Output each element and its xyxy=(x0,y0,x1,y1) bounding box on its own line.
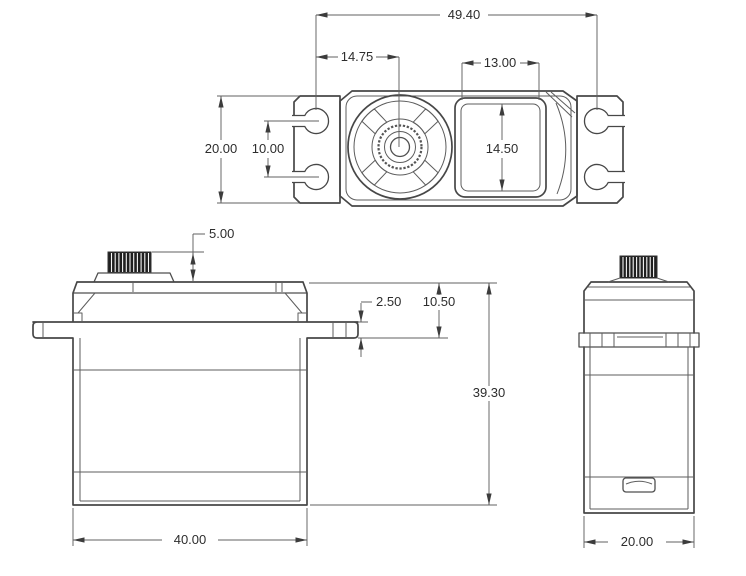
output-spline-front xyxy=(107,251,152,274)
side-outline xyxy=(583,281,695,514)
spline-teeth xyxy=(377,124,423,170)
dim-tab-height: 20.00 xyxy=(205,141,238,156)
dim-spline-height: 5.00 xyxy=(209,226,234,241)
output-spline-side xyxy=(619,255,658,279)
shaft-boss xyxy=(73,272,307,294)
front-details xyxy=(42,283,347,502)
dimension-annotations: 49.40 14.75 13.00 20.00 10.00 14.50 5.00… xyxy=(72,7,695,549)
side-flange-band xyxy=(578,332,700,348)
front-view xyxy=(32,251,359,506)
top-view xyxy=(292,90,625,207)
mounting-tab-right xyxy=(576,95,624,204)
dim-shaft-offset: 14.75 xyxy=(341,49,374,64)
dim-flange-drop: 10.50 xyxy=(423,294,456,309)
dim-overall-height: 39.30 xyxy=(473,385,506,400)
center-case-rim xyxy=(345,95,572,201)
mounting-tab-left xyxy=(293,95,341,204)
dim-mount-hole-span: 49.40 xyxy=(448,7,481,22)
case-corner-bevels xyxy=(545,91,576,195)
dim-window-height: 14.50 xyxy=(486,141,519,156)
front-outline xyxy=(32,281,359,506)
dim-window-width: 13.00 xyxy=(484,55,517,70)
dim-case-width: 20.00 xyxy=(621,534,654,549)
cable-exit xyxy=(622,477,656,493)
extension-lines xyxy=(72,15,695,548)
side-details xyxy=(584,277,694,510)
screw-slot xyxy=(583,107,625,135)
side-view xyxy=(578,255,700,514)
dim-flange-thickness: 2.50 xyxy=(376,294,401,309)
output-boss xyxy=(347,94,453,200)
dim-case-length: 40.00 xyxy=(174,532,207,547)
boss-spokes xyxy=(361,108,439,186)
screw-slot xyxy=(583,163,625,191)
dim-slot-pitch: 10.00 xyxy=(252,141,285,156)
center-case xyxy=(339,90,578,207)
